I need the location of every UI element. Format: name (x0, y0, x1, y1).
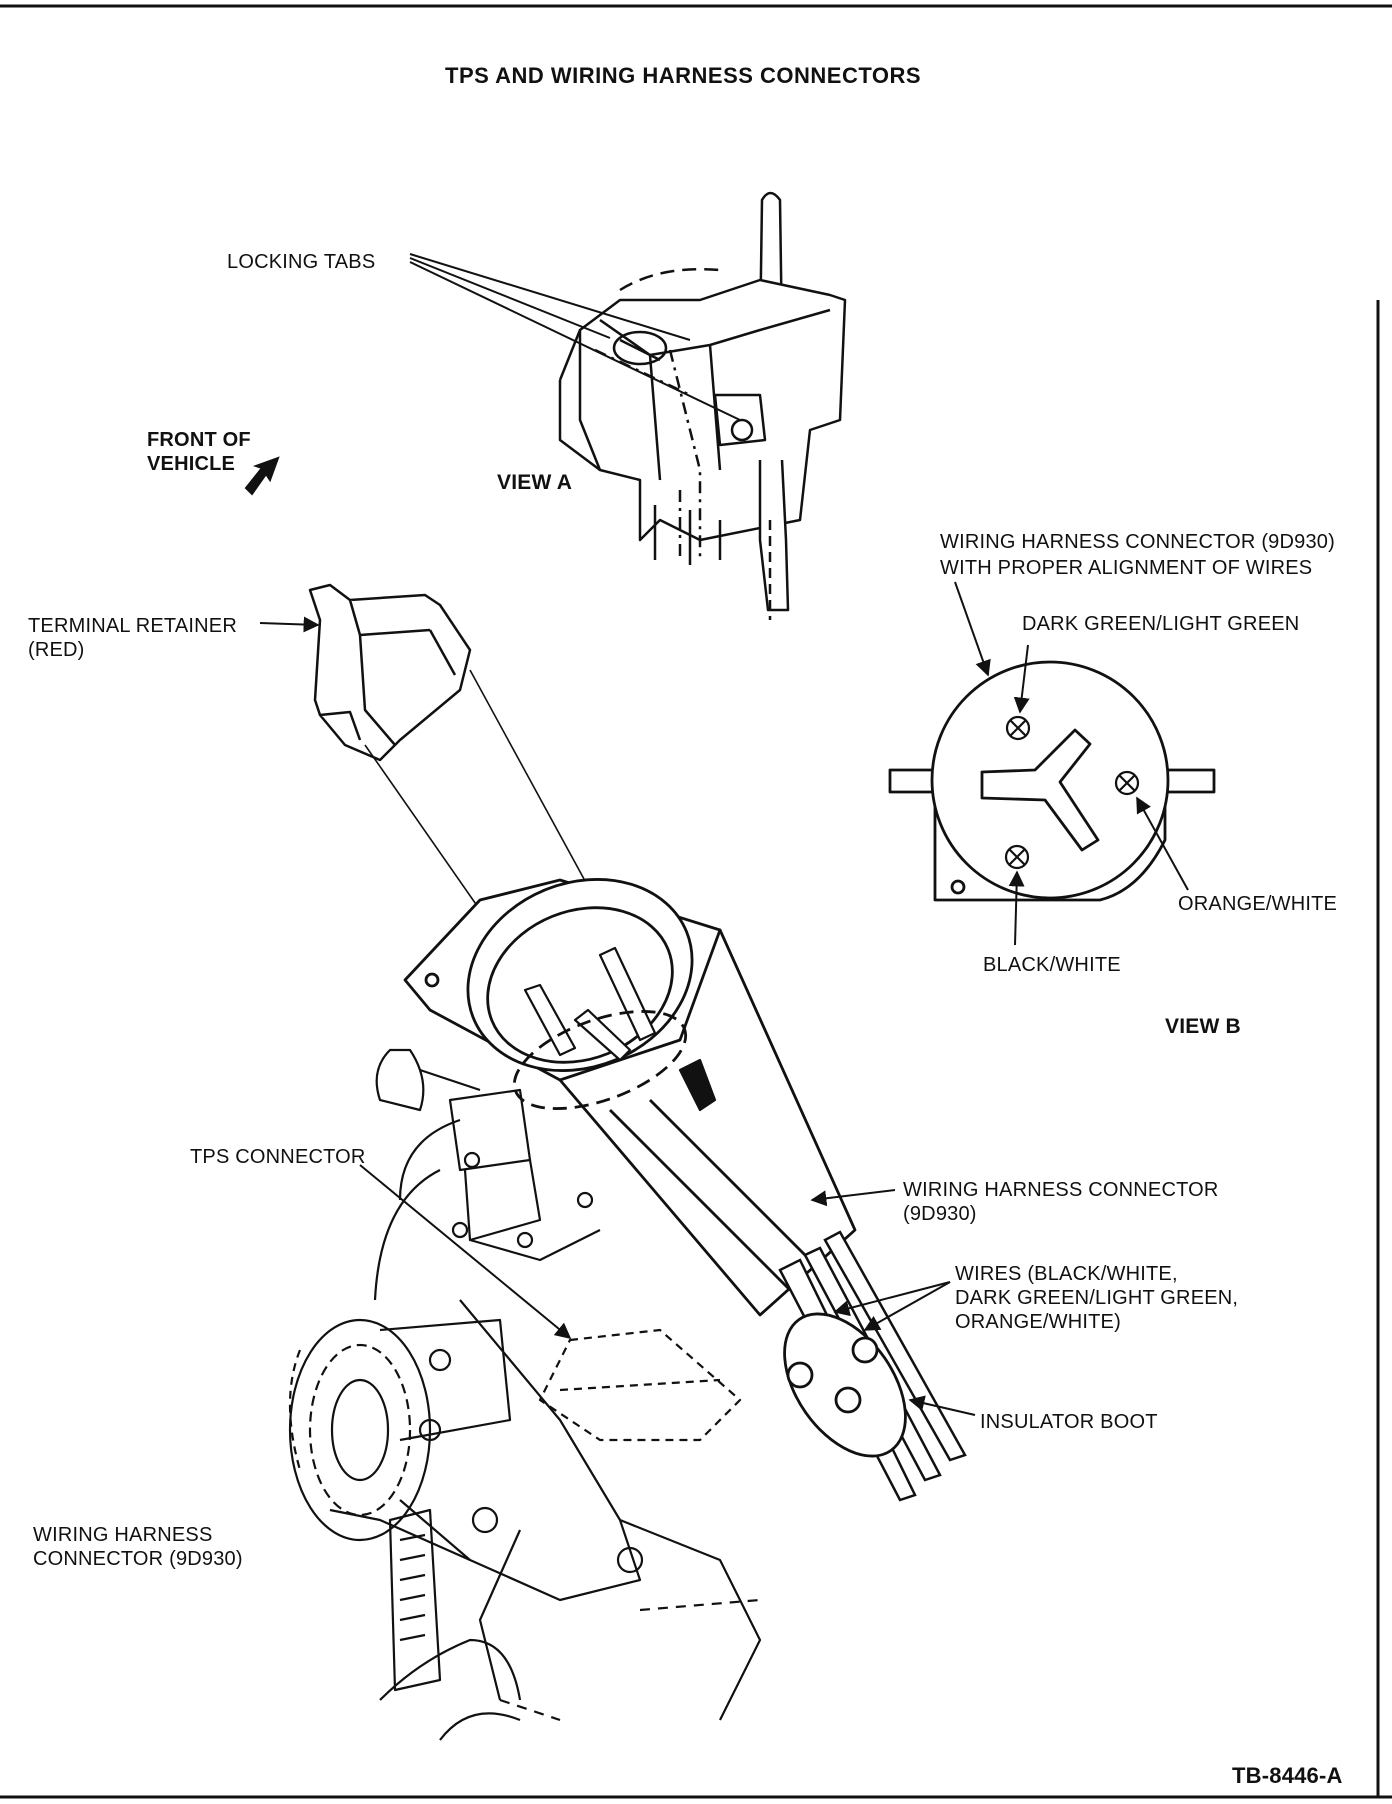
view-b-connector-face (888, 660, 1216, 902)
label-insulator-boot: INSULATOR BOOT (980, 1411, 1158, 1433)
label-wires-line1: WIRES (BLACK/WHITE, (955, 1263, 1178, 1285)
label-view-b: VIEW B (1165, 1015, 1241, 1038)
label-bottom-harness-line2: CONNECTOR (9D930) (33, 1548, 243, 1570)
label-harness-connector-line1: WIRING HARNESS CONNECTOR (903, 1179, 1219, 1201)
insulator-boot (783, 1312, 907, 1458)
main-harness-connector (403, 878, 857, 1317)
view-b-leaders (954, 581, 1189, 946)
label-orange-white: ORANGE/WHITE (1178, 893, 1338, 915)
figure-code: TB-8446-A (1232, 1763, 1343, 1788)
label-view-a: VIEW A (497, 471, 573, 494)
throttle-body (288, 1048, 762, 1741)
page-border (0, 4, 1392, 1799)
harness-leaders (810, 1189, 976, 1416)
terminal-retainer (308, 583, 472, 762)
diagram-title: TPS AND WIRING HARNESS CONNECTORS (445, 63, 922, 88)
view-a-tps-sensor (558, 191, 847, 620)
label-black-white: BLACK/WHITE (983, 954, 1121, 976)
label-terminal-retainer-line2: (RED) (28, 639, 85, 661)
locking-tabs-leaders (409, 253, 741, 421)
label-bottom-harness-line1: WIRING HARNESS (33, 1524, 213, 1546)
label-tps-connector: TPS CONNECTOR (190, 1146, 366, 1168)
label-terminal-retainer-line1: TERMINAL RETAINER (28, 615, 237, 637)
front-of-vehicle-arrow (244, 456, 280, 496)
label-harness-alignment-line1: WIRING HARNESS CONNECTOR (9D930) (940, 531, 1335, 553)
terminal-retainer-leader (259, 616, 320, 633)
label-dark-green-light-green: DARK GREEN/LIGHT GREEN (1022, 613, 1300, 635)
tps-connector-leader (359, 1164, 572, 1340)
label-wires-line2: DARK GREEN/LIGHT GREEN, (955, 1287, 1239, 1309)
label-harness-connector-line2: (9D930) (903, 1203, 977, 1225)
label-front-of-vehicle-line2: VEHICLE (147, 453, 236, 475)
label-locking-tabs: LOCKING TABS (227, 251, 376, 273)
label-wires-line3: ORANGE/WHITE) (955, 1311, 1121, 1333)
label-harness-alignment-line2: WITH PROPER ALIGNMENT OF WIRES (940, 557, 1313, 579)
label-front-of-vehicle-line1: FRONT OF (147, 429, 251, 451)
